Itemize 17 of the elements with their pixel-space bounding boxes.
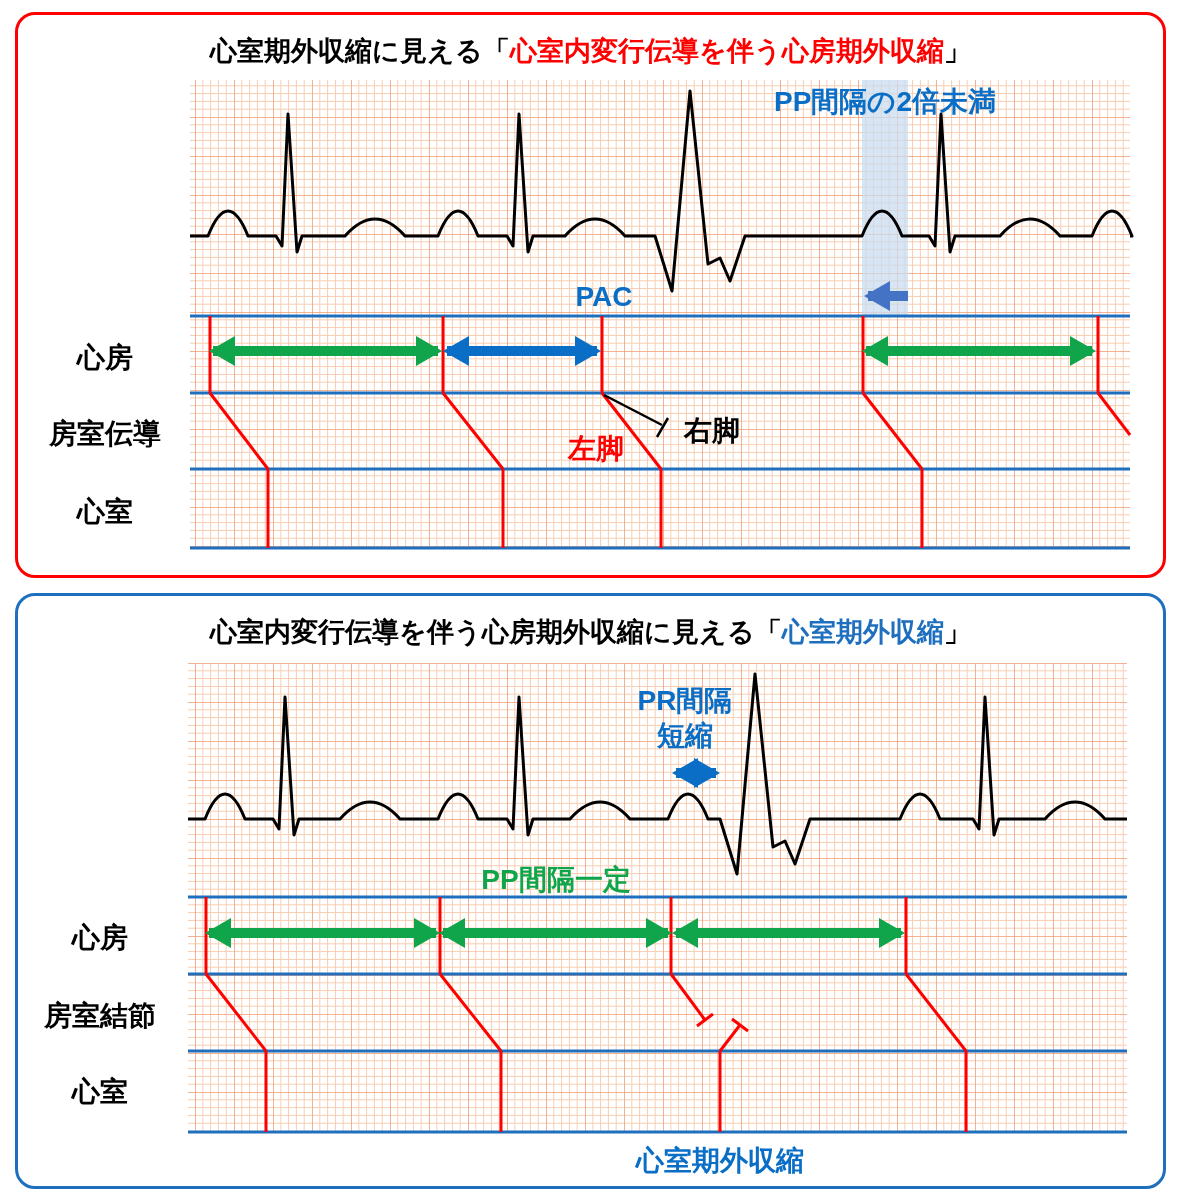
annotation-label: PAC — [575, 279, 633, 314]
row-label: 房室結節 — [44, 998, 156, 1033]
row-label: 心房 — [77, 340, 133, 375]
annotation-label: 心室期外収縮 — [636, 1143, 804, 1178]
row-label: 心室 — [72, 1074, 128, 1109]
panel-frame — [15, 12, 1166, 578]
row-label: 心室 — [77, 494, 133, 529]
interval-label: PP間隔の2倍未満 — [774, 84, 996, 119]
annotation-label: 右脚 — [684, 413, 740, 448]
interval-label: PP間隔一定 — [481, 862, 631, 897]
panel-frame — [15, 593, 1166, 1189]
row-label: 心房 — [72, 920, 128, 955]
annotation-label: 左脚 — [568, 431, 624, 466]
panel-heading: 心室内変行伝導を伴う心房期外収縮に見える「心室期外収縮」 — [208, 616, 972, 649]
panel-heading: 心室期外収縮に見える「心室内変行伝導を伴う心房期外収縮」 — [208, 35, 972, 68]
interval-label: PR間隔短縮 — [636, 684, 734, 753]
row-label: 房室伝導 — [49, 416, 161, 451]
